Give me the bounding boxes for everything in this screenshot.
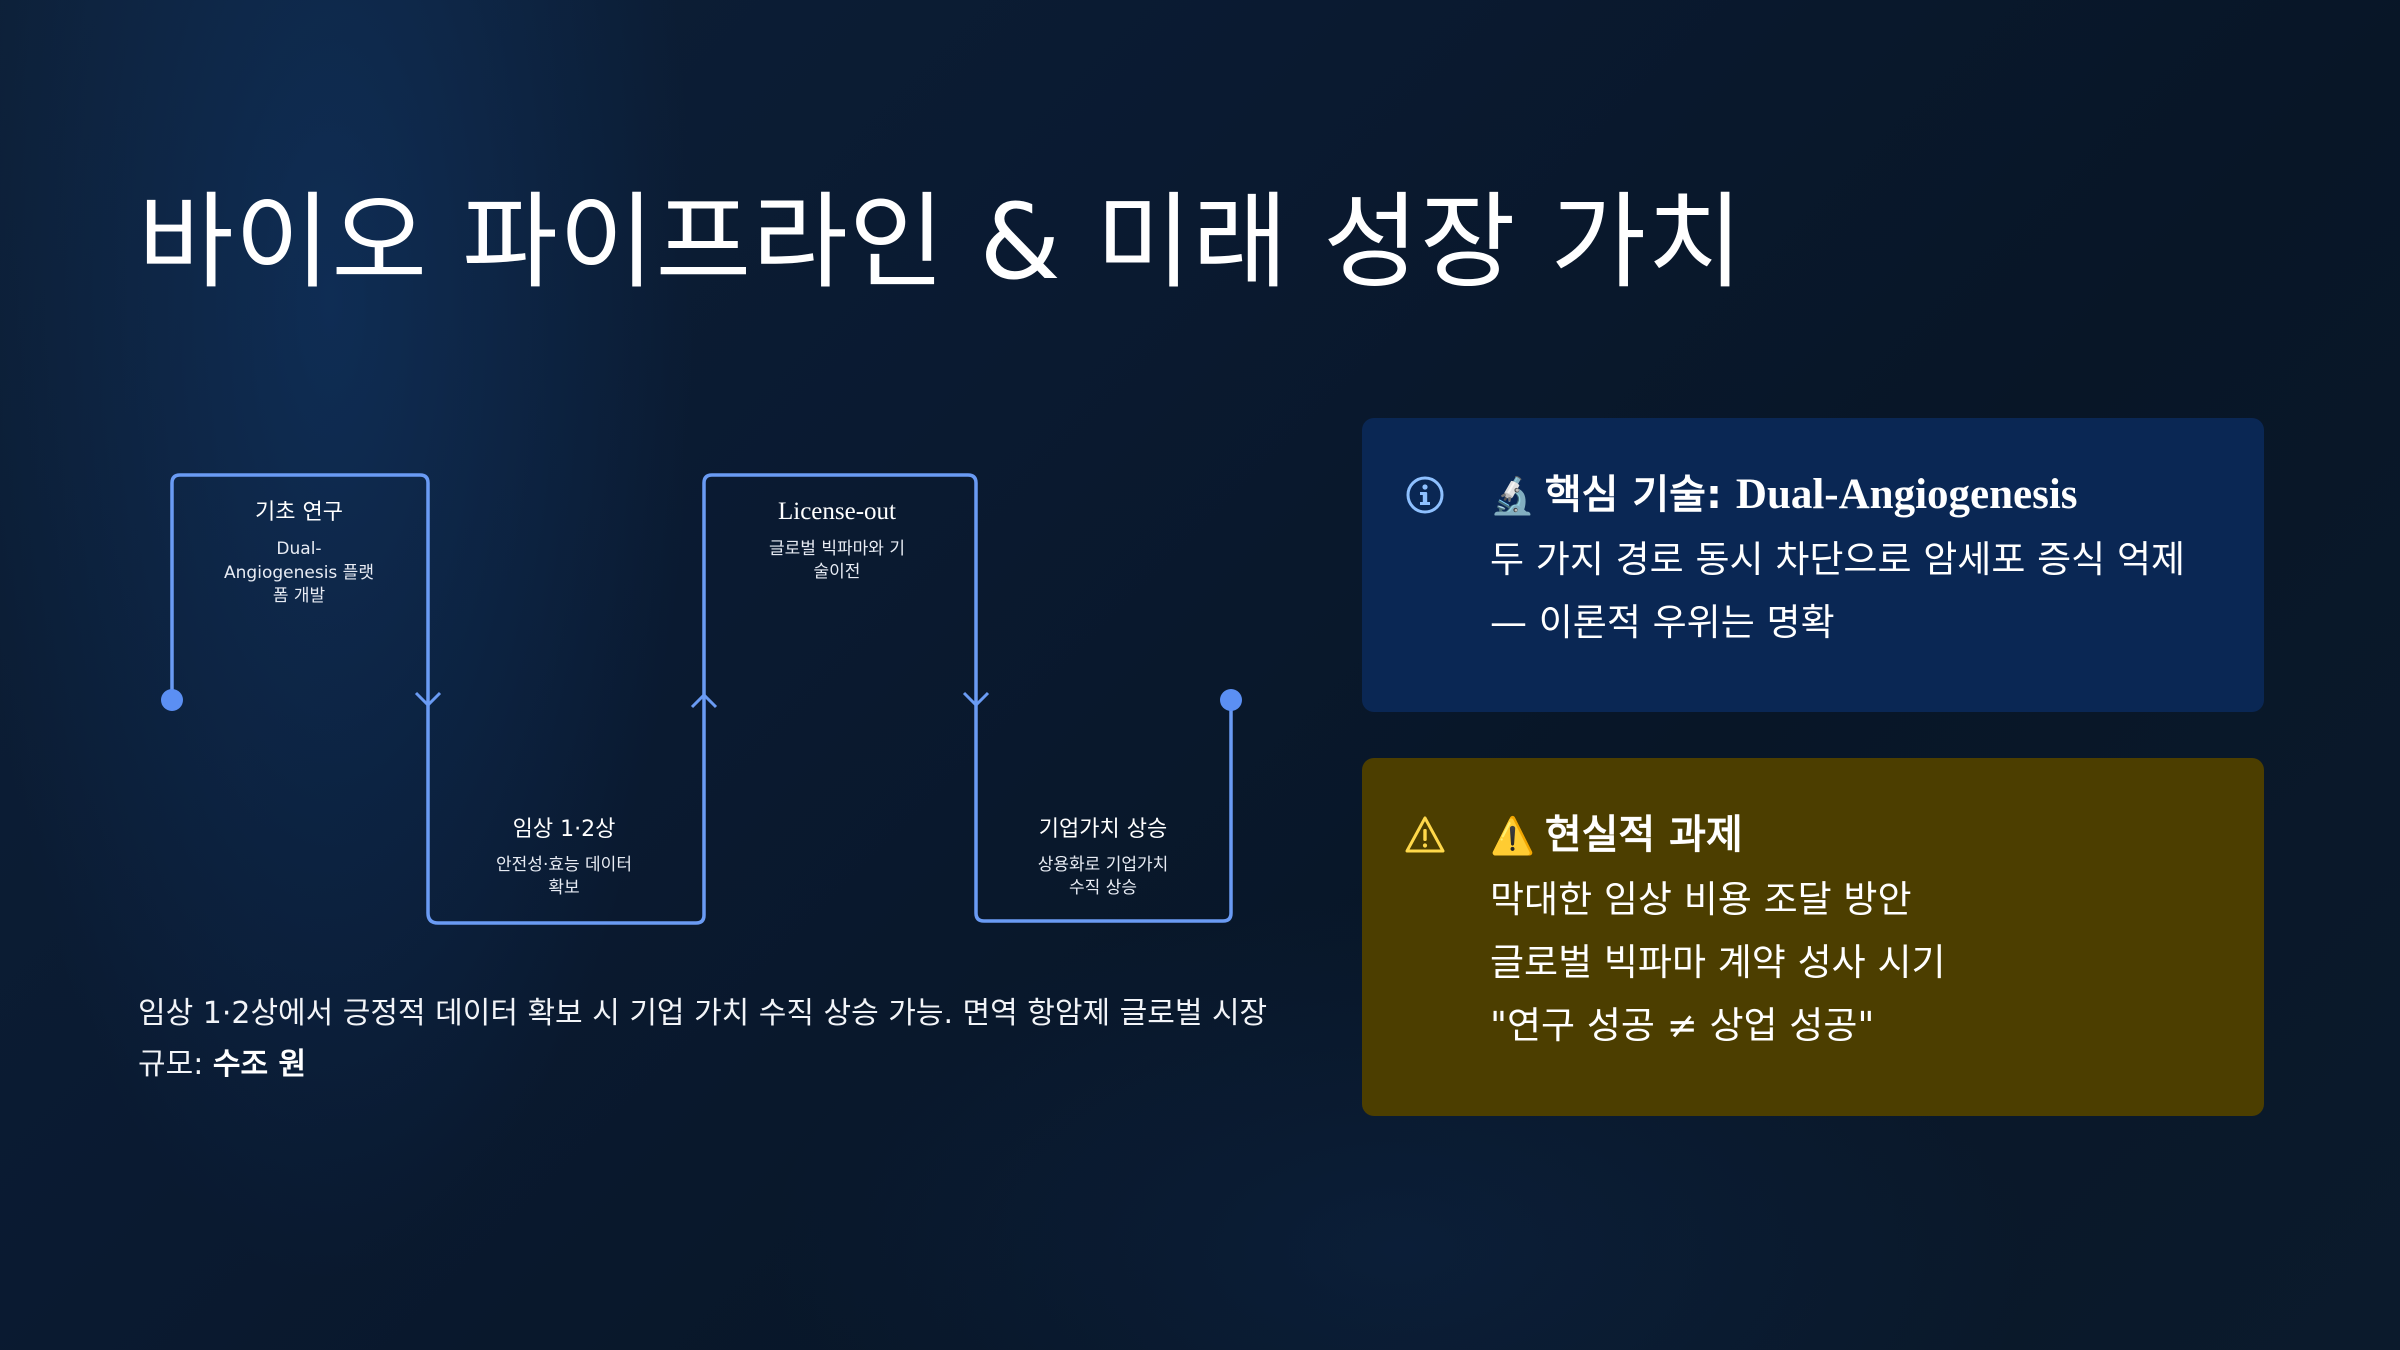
timeline-path: [170, 473, 1233, 925]
arrow-down-icon: [962, 691, 990, 708]
card-line: 글로벌 빅파마 계약 성사 시기: [1490, 941, 1946, 984]
step-value-increase: 기업가치 상승 상용화로 기업가치 수직 상승: [1038, 817, 1169, 898]
pipeline-timeline: 기초 연구 Dual- Angiogenesis 플랫 폼 개발 임상 1·2상…: [161, 473, 1242, 925]
card-line: "연구 성공 ≠ 상업 성공": [1490, 1004, 1875, 1047]
core-technology-card: 🔬핵심 기술: Dual-Angiogenesis 두 가지 경로 동시 차단으…: [1362, 418, 2264, 712]
step-label: License-out: [778, 498, 896, 525]
step-desc-line: Angiogenesis 플랫: [224, 563, 374, 583]
arrow-up-icon: [690, 692, 718, 709]
step-desc-line: 확보: [548, 878, 579, 898]
step-desc-line: 폼 개발: [273, 586, 326, 606]
core-technology-heading: 🔬핵심 기술: Dual-Angiogenesis: [1490, 471, 2078, 518]
step-label: 기초 연구: [255, 500, 343, 525]
step-label: 기업가치 상승: [1039, 817, 1167, 842]
step-desc-line: 상용화로 기업가치: [1038, 855, 1169, 875]
card-line: — 이론적 우위는 명확: [1490, 601, 1835, 644]
step-desc-line: 글로벌 빅파마와 기: [769, 539, 905, 559]
step-desc-line: 술이전: [814, 562, 861, 582]
info-circle-icon: [1406, 476, 1444, 514]
step-clinical-trial: 임상 1·2상 안전성·효능 데이터 확보: [496, 817, 632, 898]
market-size-value: 수조 원: [212, 1047, 307, 1082]
slide-title: 바이오 파이프라인 & 미래 성장 가치: [138, 181, 1744, 303]
arrow-down-icon: [414, 691, 442, 708]
step-desc-line: Dual-: [276, 539, 321, 559]
step-license-out: License-out 글로벌 빅파마와 기 술이전: [769, 498, 905, 582]
step-desc-line: 수직 상승: [1069, 878, 1137, 898]
timeline-end-dot: [1220, 689, 1242, 711]
warning-emoji-icon: ⚠️: [1490, 816, 1535, 857]
card-line: 두 가지 경로 동시 차단으로 암세포 증식 억제: [1490, 538, 2186, 581]
challenges-heading: ⚠️현실적 과제: [1490, 812, 1743, 858]
warning-triangle-icon: [1405, 816, 1445, 853]
timeline-start-dot: [161, 689, 183, 711]
summary-text: 임상 1·2상에서 긍정적 데이터 확보 시 기업 가치 수직 상승 가능. 면…: [138, 988, 1268, 1090]
card-line: 막대한 임상 비용 조달 방안: [1490, 878, 1912, 921]
step-desc-line: 안전성·효능 데이터: [496, 855, 632, 875]
summary-body: 임상 1·2상에서 긍정적 데이터 확보 시 기업 가치 수직 상승 가능. 면…: [138, 996, 1268, 1082]
microscope-icon: 🔬: [1490, 476, 1535, 517]
realistic-challenges-card: ⚠️현실적 과제 막대한 임상 비용 조달 방안 글로벌 빅파마 계약 성사 시…: [1362, 758, 2264, 1116]
step-label: 임상 1·2상: [513, 817, 616, 842]
step-basic-research: 기초 연구 Dual- Angiogenesis 플랫 폼 개발: [224, 500, 374, 606]
